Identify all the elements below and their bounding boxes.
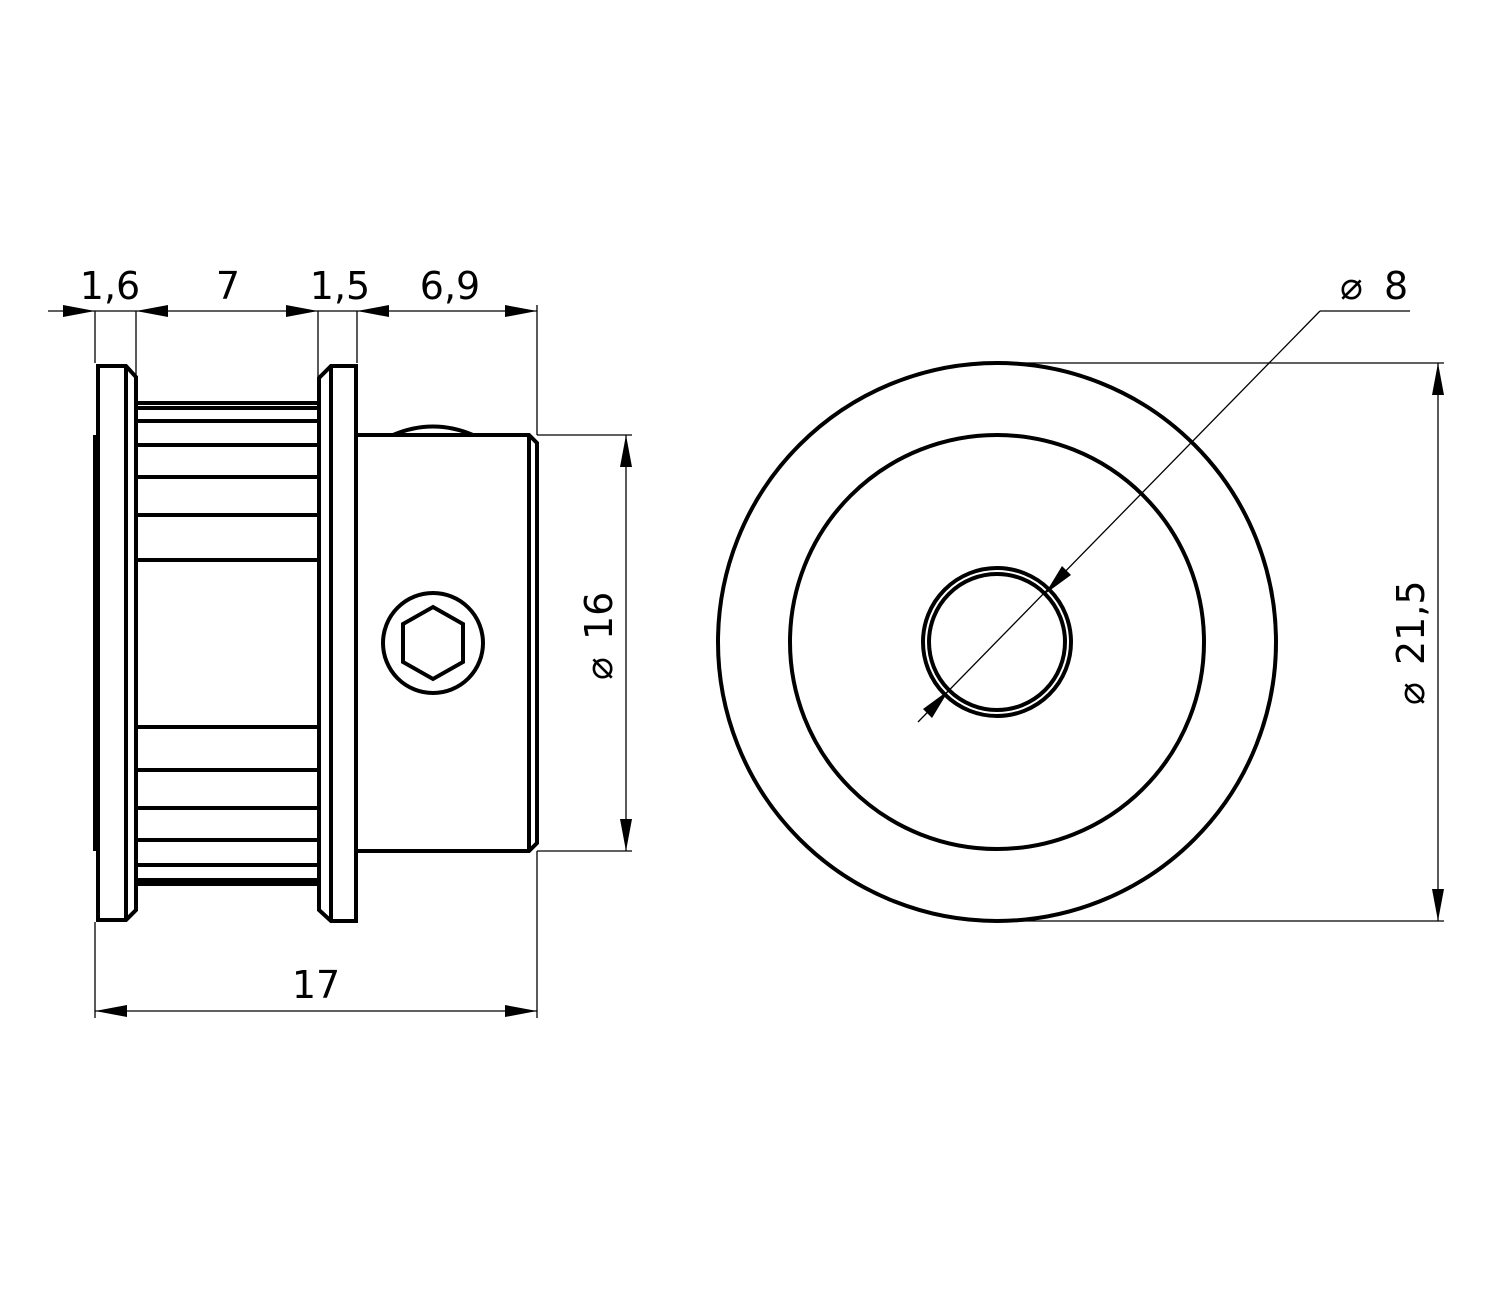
set-screw-top bbox=[392, 424, 474, 437]
top-dimensions: 1,6 7 1,5 6,9 bbox=[48, 264, 538, 435]
diameter-symbol-flange: ⌀ bbox=[1389, 682, 1433, 705]
left-flange bbox=[96, 364, 138, 922]
hub bbox=[358, 433, 539, 853]
hub-circle bbox=[788, 433, 1206, 851]
pulley-teeth bbox=[138, 401, 318, 886]
bore-circle bbox=[927, 572, 1067, 712]
total-length-dimension: 17 bbox=[94, 851, 538, 1018]
diameter-symbol-bore: ⌀ bbox=[1340, 264, 1363, 308]
bore-diameter-dimension: ⌀ 8 bbox=[917, 264, 1410, 723]
dim-bore-diameter: 8 bbox=[1384, 264, 1408, 308]
right-flange bbox=[317, 364, 358, 923]
dim-total-length: 17 bbox=[292, 963, 340, 1007]
dim-tooth-width: 7 bbox=[216, 264, 240, 308]
dim-flange-right: 1,5 bbox=[310, 264, 370, 308]
dim-hub-diameter: 16 bbox=[577, 592, 621, 640]
dim-hub-length: 6,9 bbox=[420, 264, 480, 308]
dim-flange-diameter: 21,5 bbox=[1389, 580, 1433, 665]
bore-outer-circle bbox=[921, 566, 1073, 718]
hub-diameter-dimension: ⌀ 16 bbox=[537, 434, 632, 852]
front-view: ⌀ 8 ⌀ 21,5 bbox=[716, 264, 1444, 923]
flange-diameter-dimension: ⌀ 21,5 bbox=[997, 362, 1444, 922]
hex-socket-icon bbox=[401, 604, 465, 682]
set-screw-head bbox=[381, 591, 485, 695]
diameter-symbol: ⌀ bbox=[577, 657, 621, 680]
dim-flange-left: 1,6 bbox=[80, 264, 140, 308]
side-view: 1,6 7 1,5 6,9 17 ⌀ 16 bbox=[48, 264, 632, 1018]
